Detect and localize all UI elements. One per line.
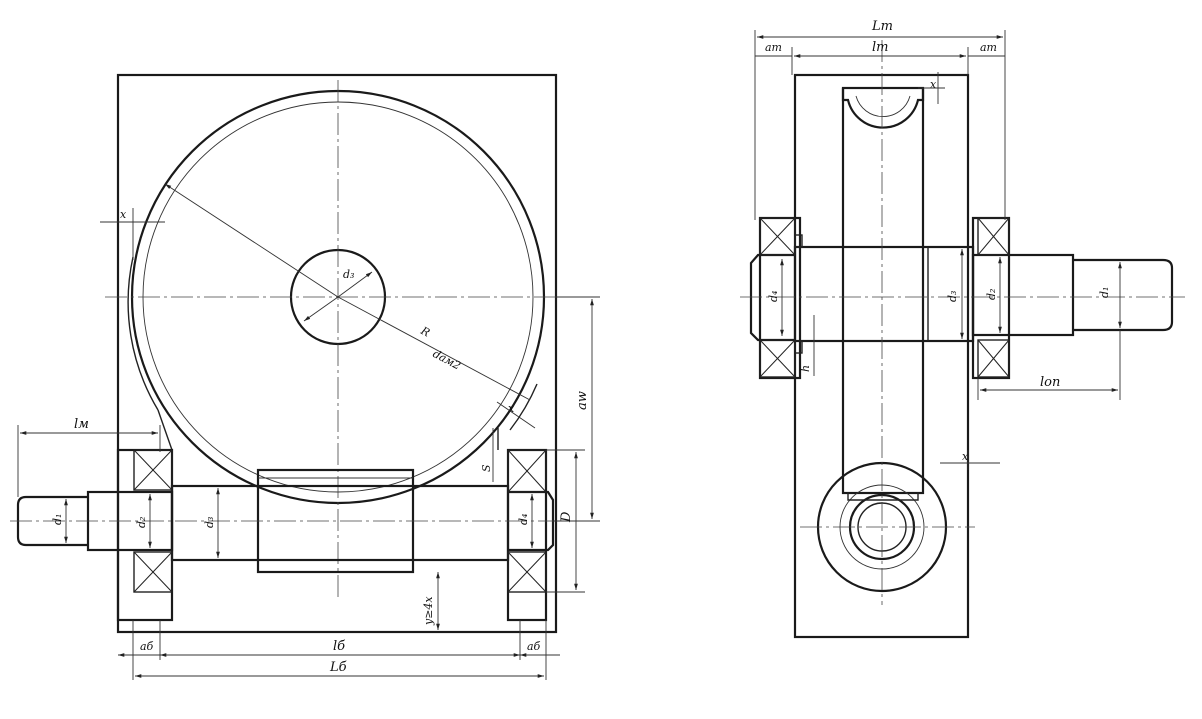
bearing-right (506, 448, 548, 622)
label-S: S (480, 464, 493, 472)
label-x-left: x (120, 208, 127, 221)
front-view: x d₃ R dам2 x aw S D lм d₁ d₂ d₃ d₄ y≥4x… (10, 73, 600, 680)
housing-inner-arc (127, 256, 159, 411)
side-wheel-rim (841, 86, 925, 495)
label-x-top: x (930, 78, 937, 91)
label-d3-shaft: d₃ (203, 517, 216, 528)
label-y: y≥4x (422, 596, 435, 626)
label-dam2: dам2 (431, 347, 463, 372)
label-side-d3: d₃ (946, 291, 959, 302)
side-wheel-tooth-contact (847, 492, 919, 501)
radius-line-dam2 (164, 183, 339, 298)
label-x-lower: x (962, 450, 969, 463)
label-d2: d₂ (135, 517, 148, 528)
housing-inner-arc-right (509, 383, 538, 431)
label-R: R (418, 324, 432, 340)
bearing-left (116, 448, 174, 622)
label-side-d1: d₁ (1098, 287, 1111, 298)
side-shaft-d1 (1073, 258, 1174, 332)
label-ab-left: aб (140, 640, 154, 653)
hub-diameter-line (303, 296, 339, 322)
label-lop: lоп (1040, 375, 1060, 390)
side-wheel-groove (841, 88, 925, 129)
x-clearance-gear-dim (496, 401, 536, 429)
radius-line-R (337, 296, 531, 401)
label-D: D (559, 511, 574, 523)
worm-shaft-body (170, 484, 510, 562)
label-d4: d₄ (517, 514, 530, 525)
label-ab-right: aб (527, 640, 541, 653)
label-side-h: h (799, 365, 812, 372)
label-d3-gear: d₃ (343, 268, 354, 281)
label-LT: Lт (871, 19, 893, 34)
housing-outline (116, 73, 558, 634)
label-aT-left: aт (765, 41, 782, 54)
label-Lb: Lб (329, 660, 347, 675)
side-bearing-left (758, 216, 803, 380)
label-d1: d₁ (51, 514, 64, 525)
side-bearing-right (971, 216, 1011, 380)
housing-shoulder-left (157, 409, 173, 451)
label-lb: lб (333, 639, 345, 654)
side-wheel-groove-inner (855, 95, 911, 117)
side-view: Lт lт aт aт x d₄ h d₃ d₂ d₁ lоп x (740, 19, 1185, 639)
label-aT-right: aт (980, 41, 997, 54)
hub-diameter-line-2 (337, 271, 373, 298)
label-side-d2: d₂ (985, 289, 998, 300)
label-side-d4: d₄ (767, 291, 780, 302)
label-x-gear: x (508, 402, 515, 415)
side-housing-outline (793, 73, 970, 639)
label-lm: lм (74, 417, 89, 432)
label-lT: lт (872, 40, 889, 55)
label-aw: aw (575, 391, 590, 410)
